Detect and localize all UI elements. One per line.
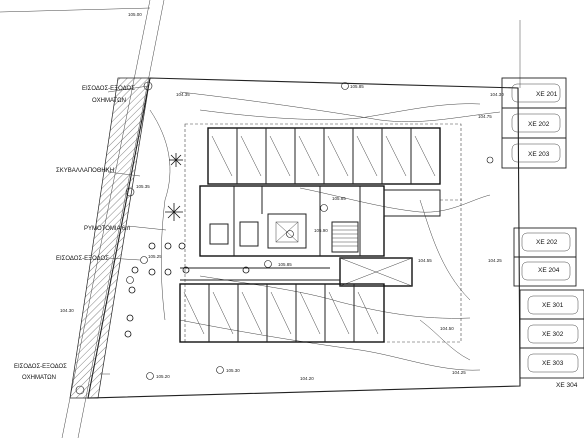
parking-label: ΧΕ 202: [536, 239, 558, 246]
parking-row-top: [207, 127, 441, 185]
level-value: 105.20: [156, 374, 170, 379]
level-value: 105.30: [226, 368, 240, 373]
entrance-bottom-label-1: ΕΙΣΟΔΟΣ-ΕΞΟΔΟΣ: [14, 364, 67, 370]
contour-value: 104.30: [490, 92, 504, 97]
garbage-label: ΣΚΥΒΑΛΛΑΠΟΘΗΚΗ: [56, 168, 114, 174]
contour-value: 104.35: [176, 92, 190, 97]
contour-value: 104.30: [60, 308, 74, 313]
entrance-mid-label: ΕΙΣΟΔΟΣ-ΕΞΟΔΟΣ: [56, 256, 109, 262]
parking-label: ΧΕ 304: [556, 382, 578, 389]
contour-value: 104.20: [300, 376, 314, 381]
regulator-label: ΡΥΜΟΤΟΜΙΑ 6m: [84, 226, 130, 232]
entrance-top-label-2: ΟΧΗΜΑΤΩΝ: [92, 98, 126, 104]
contour-value: 105.00: [128, 12, 142, 17]
level-markers: [75, 81, 494, 395]
trees: [124, 153, 250, 338]
parking-label: ΧΕ 303: [542, 360, 564, 367]
level-value: 105.90: [314, 228, 328, 233]
parking-label: ΧΕ 201: [536, 91, 558, 98]
entrance-bottom-label-2: ΟΧΗΜΑΤΩΝ: [22, 375, 56, 381]
contour-value: 104.25: [488, 258, 502, 263]
contour-value: 104.25: [452, 370, 466, 375]
contour-value: 104.75: [478, 114, 492, 119]
level-value: 105.35: [136, 184, 150, 189]
level-value: 105.85: [278, 262, 292, 267]
contour-value: 104.55: [418, 258, 432, 263]
parking-label: ΧΕ 203: [528, 151, 550, 158]
contour-lines: [149, 91, 501, 371]
level-value: 105.85: [350, 84, 364, 89]
parking-label: ΧΕ 301: [542, 302, 564, 309]
road-hatch: [69, 77, 151, 399]
parking-label: ΧΕ 202: [528, 121, 550, 128]
ramp: [339, 257, 413, 287]
contour-value: 104.50: [440, 326, 454, 331]
level-value: 105.85: [332, 196, 346, 201]
parking-label: ΧΕ 302: [542, 331, 564, 338]
parking-label: ΧΕ 204: [538, 267, 560, 274]
building-envelope: [184, 123, 462, 343]
parking-row-bottom: [179, 283, 385, 343]
leader-lines: [100, 85, 167, 375]
entrance-top-label-1: ΕΙΣΟΔΟΣ-ΕΞΟΔΟΣ: [82, 86, 135, 92]
building-core: [199, 185, 441, 257]
right-parking: [501, 77, 584, 379]
level-value: 105.25: [148, 254, 162, 259]
